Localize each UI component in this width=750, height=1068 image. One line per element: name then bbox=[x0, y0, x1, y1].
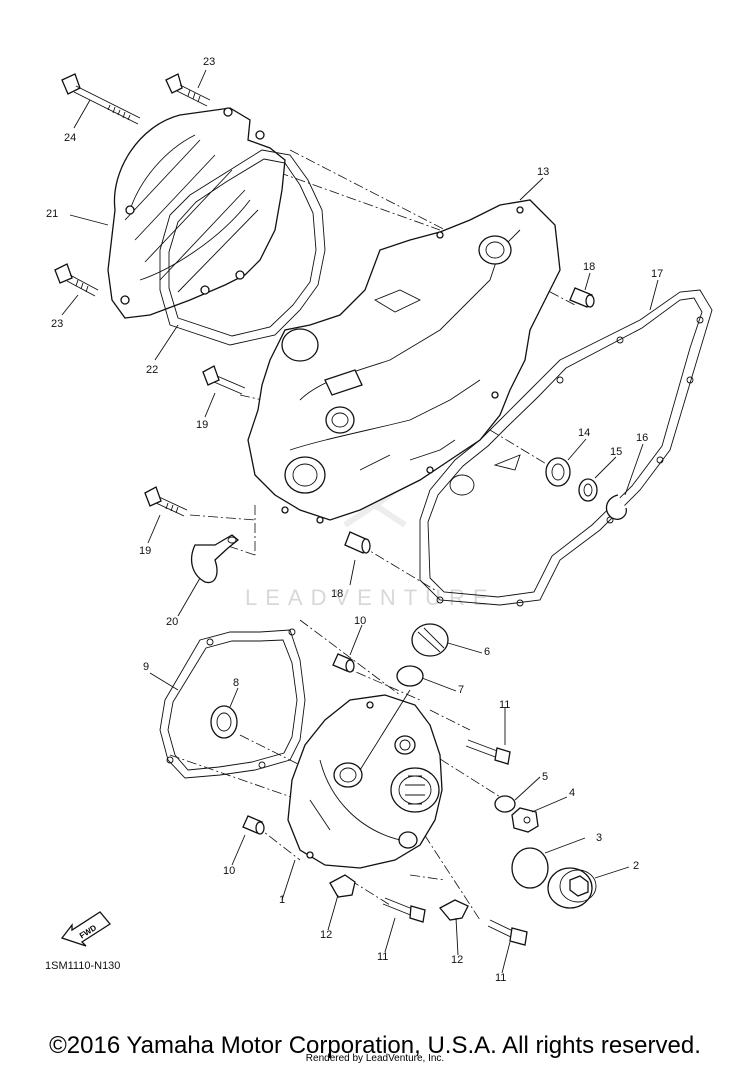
callout-10-upper: 10 bbox=[354, 615, 366, 627]
callout-11-middle: 11 bbox=[377, 951, 388, 963]
callout-11-bottom: 11 bbox=[495, 972, 506, 984]
callout-14: 14 bbox=[578, 427, 590, 439]
callout-13: 13 bbox=[537, 166, 549, 178]
callout-2: 2 bbox=[633, 860, 639, 872]
callout-5: 5 bbox=[542, 771, 548, 783]
watermark-text: LEADVENTURE bbox=[245, 585, 496, 610]
part-20-clamp bbox=[191, 534, 240, 584]
callout-23-left: 23 bbox=[51, 318, 63, 330]
callout-12-left: 12 bbox=[320, 929, 332, 941]
callout-19-lower: 19 bbox=[139, 545, 151, 557]
part-21-clutch-cover bbox=[107, 107, 286, 319]
callout-18-lower: 18 bbox=[331, 588, 343, 600]
callout-labels: 1 2 3 4 5 6 7 8 9 10 10 11 11 11 12 12 1… bbox=[46, 56, 663, 984]
callout-15: 15 bbox=[610, 446, 622, 458]
diagram-code: 1SM1110-N130 bbox=[45, 960, 120, 972]
part-15-washer bbox=[578, 478, 598, 502]
part-16-circlip bbox=[605, 494, 627, 520]
callout-21: 21 bbox=[46, 208, 58, 220]
copyright-notice: ©2016 Yamaha Motor Corporation, U.S.A. A… bbox=[49, 1032, 701, 1059]
callout-23-top: 23 bbox=[203, 56, 215, 68]
callout-22: 22 bbox=[146, 364, 158, 376]
part-18-dowel-bottom bbox=[344, 531, 371, 554]
part-11-bolt-bottom bbox=[487, 919, 528, 946]
callout-4: 4 bbox=[569, 787, 575, 799]
part-14-oil-seal bbox=[545, 457, 571, 487]
callout-11-right: 11 bbox=[499, 699, 510, 711]
callout-3: 3 bbox=[596, 832, 602, 844]
part-23-bolt-top bbox=[165, 73, 211, 107]
part-1-crankcase-cover bbox=[287, 694, 443, 869]
fwd-arrow-icon: FWD bbox=[60, 911, 111, 947]
part-4-plug bbox=[511, 807, 539, 833]
part-3-o-ring bbox=[511, 847, 549, 889]
callout-9: 9 bbox=[143, 661, 149, 673]
part-17-gasket bbox=[419, 289, 713, 607]
callout-7: 7 bbox=[458, 684, 464, 696]
part-18-dowel-top bbox=[569, 287, 595, 308]
part-10-dowel-upper bbox=[332, 653, 355, 673]
part-2-plug bbox=[547, 867, 597, 909]
callout-20: 20 bbox=[166, 616, 178, 628]
callout-6: 6 bbox=[484, 646, 490, 658]
part-13-crankcase-cover bbox=[247, 199, 561, 524]
part-24-bolt bbox=[61, 73, 141, 125]
part-11-bolt-right bbox=[465, 739, 511, 765]
callout-8: 8 bbox=[233, 677, 239, 689]
callout-16: 16 bbox=[636, 432, 648, 444]
part-6-cap bbox=[411, 623, 449, 657]
part-9-gasket bbox=[159, 628, 306, 779]
part-19-bolt-lower bbox=[144, 486, 188, 517]
part-8-oil-seal bbox=[210, 705, 238, 739]
rendered-by-note: Rendered by LeadVenture, Inc. bbox=[305, 1053, 445, 1064]
part-19-bolt-upper bbox=[202, 365, 246, 395]
part-5-o-ring bbox=[494, 795, 516, 813]
callout-24: 24 bbox=[64, 132, 76, 144]
part-23-bolt-left bbox=[54, 263, 99, 297]
part-22-gasket bbox=[159, 149, 326, 346]
part-7-o-ring bbox=[396, 665, 424, 687]
callout-18-upper: 18 bbox=[583, 261, 595, 273]
part-12-clamp-left bbox=[329, 874, 356, 898]
callout-10-lower: 10 bbox=[223, 865, 235, 877]
callout-1: 1 bbox=[279, 894, 285, 906]
callout-19-upper: 19 bbox=[196, 419, 208, 431]
part-12-clamp-right bbox=[438, 899, 469, 921]
callout-17: 17 bbox=[651, 268, 663, 280]
callout-12-right: 12 bbox=[451, 954, 463, 966]
leader-lines bbox=[61, 69, 659, 974]
part-11-bolt-middle bbox=[382, 897, 426, 923]
part-10-dowel-lower bbox=[242, 815, 265, 835]
